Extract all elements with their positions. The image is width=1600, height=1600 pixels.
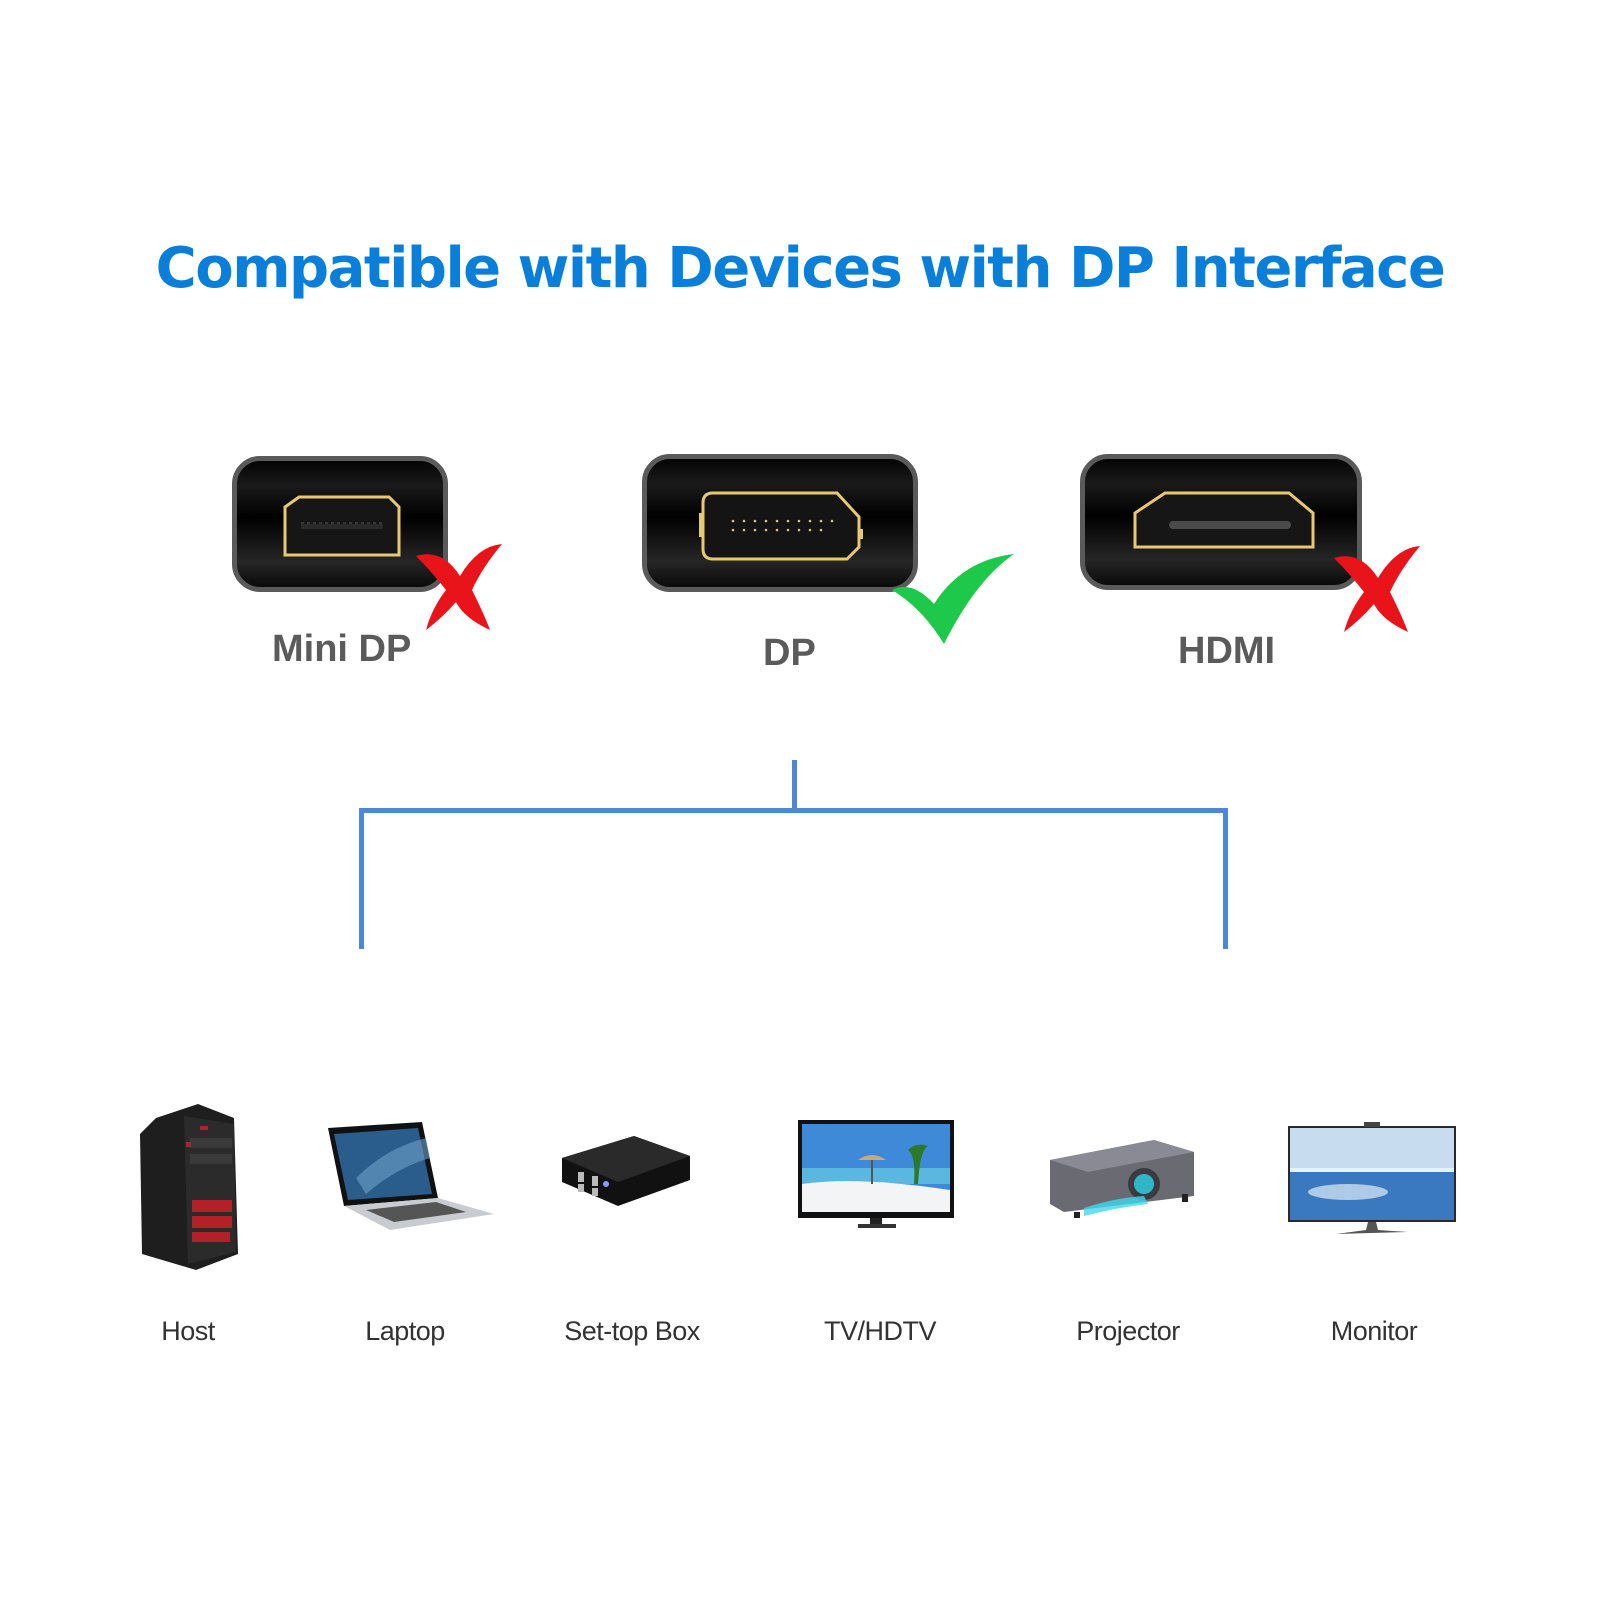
bracket-stem [792,760,797,812]
laptop-icon [328,1122,494,1230]
mini-dp-connector-icon [232,456,448,592]
red-x-icon [1334,546,1420,632]
pc-tower-icon [140,1104,238,1270]
port-label-mini-dp: Mini DP [272,628,412,670]
dp-connector-icon [642,454,918,592]
page-title: Compatible with Devices with DP Interfac… [155,236,1446,301]
bracket-bar [359,808,1228,813]
bracket-right-leg [1223,808,1228,949]
device-label-set-top-box: Set-top Box [564,1316,700,1346]
device-label-host: Host [161,1316,215,1346]
device-label-projector: Projector [1076,1316,1180,1346]
monitor-icon [1288,1122,1456,1234]
red-x-icon [416,544,502,630]
bracket-left-leg [359,808,364,949]
port-label-hdmi: HDMI [1178,630,1276,672]
device-label-tv-hdtv: TV/HDTV [823,1316,937,1346]
green-check-icon [892,554,1014,644]
device-label-laptop: Laptop [365,1316,445,1346]
hdmi-connector-icon [1080,454,1362,590]
device-label-monitor: Monitor [1330,1316,1418,1346]
tv-icon [798,1120,954,1228]
port-label-dp: DP [763,632,816,674]
set-top-box-icon [562,1136,690,1206]
projector-icon [1050,1140,1194,1218]
